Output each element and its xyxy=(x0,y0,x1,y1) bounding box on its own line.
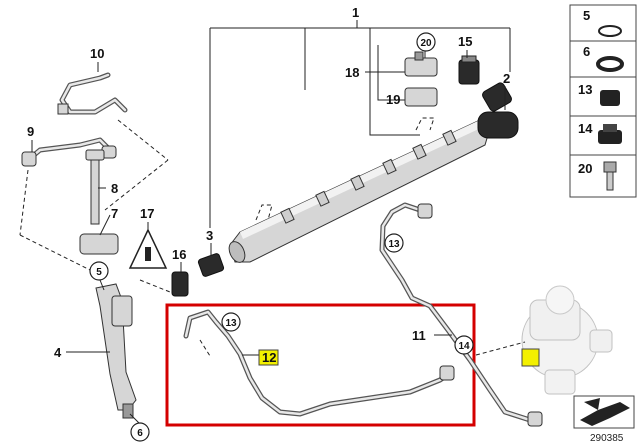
callout-19: 19 xyxy=(386,92,400,107)
plain-callouts: 1 2 3 4 7 8 9 10 11 15 16 17 18 19 xyxy=(27,5,510,360)
parts-18-19-20 xyxy=(365,45,438,107)
part-3 xyxy=(197,243,225,277)
callout-13-upper: 13 xyxy=(388,239,400,250)
callout-18: 18 xyxy=(345,65,359,80)
callout-9: 9 xyxy=(27,124,34,139)
legend-label-6: 6 xyxy=(583,44,590,59)
callout-17: 17 xyxy=(140,206,154,221)
callout-circle-5 xyxy=(89,261,109,281)
legend-label-13: 13 xyxy=(578,82,592,97)
callout-1: 1 xyxy=(352,5,359,20)
callout-6: 6 xyxy=(137,428,143,439)
part-15 xyxy=(458,50,480,85)
callout-14: 14 xyxy=(458,341,470,352)
callout-20: 20 xyxy=(420,38,432,49)
bolt-icon xyxy=(603,161,617,191)
highlight-label-box xyxy=(258,349,279,366)
callout-8: 8 xyxy=(111,181,118,196)
callout-4: 4 xyxy=(54,345,62,360)
callout-3: 3 xyxy=(206,228,213,243)
callout-12: 12 xyxy=(262,350,276,365)
rubber-mount-icon xyxy=(600,90,620,106)
legend-label-5: 5 xyxy=(583,8,590,23)
part-17-warning xyxy=(128,222,168,269)
part-16 xyxy=(171,262,189,297)
o-ring-icon xyxy=(598,25,622,37)
callout-circle-6 xyxy=(130,422,150,442)
injection-line-12 xyxy=(183,309,455,417)
callout-10: 10 xyxy=(90,46,104,61)
highlight-markers: 12 xyxy=(258,348,540,367)
legend-label-20: 20 xyxy=(578,161,592,176)
parts-legend: 5 6 13 14 20 xyxy=(569,4,637,198)
pump-highlight-marker xyxy=(521,348,540,367)
callout-11: 11 xyxy=(412,328,426,343)
callout-5: 5 xyxy=(96,267,102,278)
circled-callouts: 20 5 6 13 13 14 xyxy=(89,32,474,442)
fuel-rail xyxy=(228,117,491,263)
seal-ring-icon xyxy=(596,56,624,72)
high-pressure-line-11 xyxy=(379,202,543,427)
high-pressure-pump xyxy=(521,285,613,395)
leader-lines-rail xyxy=(209,20,511,228)
callout-16: 16 xyxy=(172,247,186,262)
callout-circle-14 xyxy=(454,335,474,355)
callout-2: 2 xyxy=(503,71,510,86)
callout-circle-13a xyxy=(221,312,241,332)
injector-assembly xyxy=(19,62,171,425)
reference-number: 290385 xyxy=(590,433,624,444)
grommet-icon xyxy=(598,124,622,144)
callout-13-lower: 13 xyxy=(225,318,237,329)
pressure-sensor xyxy=(477,82,519,139)
callout-circle-13b xyxy=(384,233,404,253)
callout-15: 15 xyxy=(458,34,472,49)
callout-circle-20 xyxy=(416,32,436,52)
callout-7: 7 xyxy=(111,206,118,221)
legend-label-14: 14 xyxy=(578,121,593,136)
orientation-box xyxy=(573,395,635,429)
